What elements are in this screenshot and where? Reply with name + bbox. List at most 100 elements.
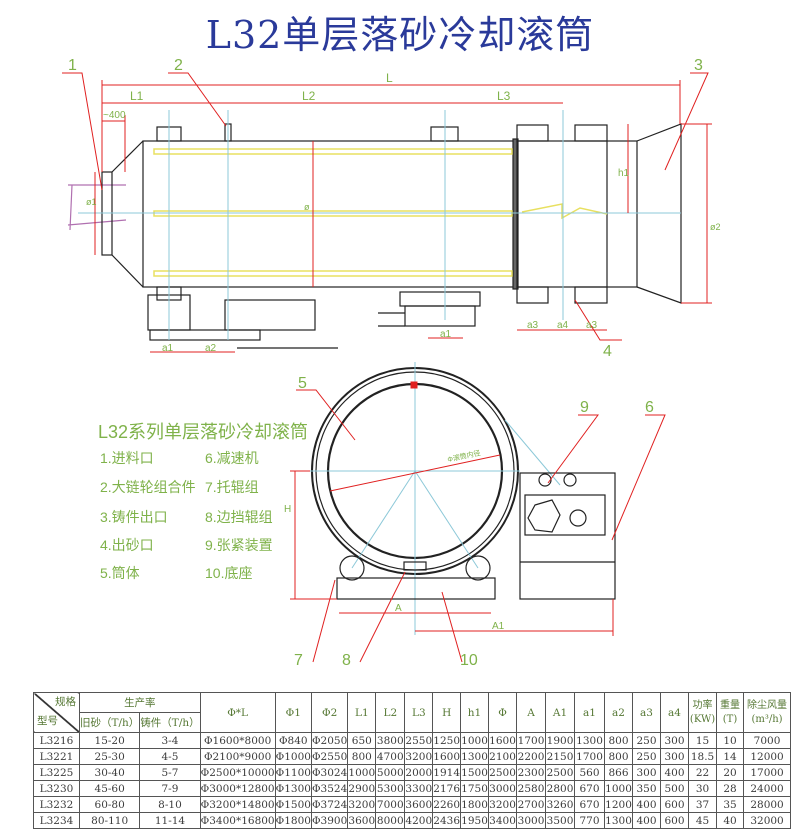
dim-diameter: Φ滚筒内径 — [447, 448, 482, 464]
column-header: Φ1 — [274, 692, 312, 733]
table-cell: 2150 — [545, 748, 576, 765]
roller-support-right — [399, 291, 481, 307]
table-cell: 3800 — [375, 732, 406, 749]
legend-item: 4.出砂口 — [100, 537, 154, 553]
table-cell: Φ840 — [274, 732, 312, 749]
table-cell: 3200 — [404, 748, 434, 765]
table-cell: Φ3200*14800 — [199, 796, 276, 813]
callout-6: 6 — [645, 399, 654, 416]
table-cell: L3232 — [33, 796, 80, 813]
table-cell: 17000 — [743, 764, 792, 781]
table-cell: 350 — [632, 780, 662, 797]
page-title: L32单层落砂冷却滚筒 — [205, 13, 595, 57]
dim-A1: A1 — [492, 621, 505, 632]
table-cell: 1950 — [460, 812, 490, 829]
callout-7: 7 — [294, 652, 303, 669]
table-cell: 650 — [347, 732, 377, 749]
table-cell: 3200 — [347, 796, 377, 813]
table-cell: 2000 — [404, 764, 434, 781]
table-cell: Φ1500 — [274, 796, 312, 813]
table-cell: 1200 — [604, 796, 634, 813]
table-cell: 3300 — [404, 780, 434, 797]
table-cell: 45 — [688, 812, 718, 829]
dim-d2: ø2 — [710, 222, 721, 232]
table-cell: Φ1100 — [274, 764, 312, 781]
table-cell: 1914 — [432, 764, 462, 781]
table-cell: 28 — [716, 780, 745, 797]
table-cell: Φ2500*10000 — [199, 764, 276, 781]
sub-header: 铸件（T/h） — [139, 712, 201, 733]
dim-h1: h1 — [618, 168, 630, 179]
column-header: H — [432, 692, 462, 733]
table-cell: 3-4 — [139, 732, 201, 749]
table-cell: 2436 — [432, 812, 462, 829]
table-cell: 12000 — [743, 748, 792, 765]
table-cell: 7000 — [375, 796, 406, 813]
table-cell: Φ1000 — [274, 748, 312, 765]
table-cell: 2500 — [488, 764, 518, 781]
callout-1: 1 — [68, 57, 77, 74]
table-cell: 2300 — [516, 764, 547, 781]
table-cell: 32000 — [743, 812, 792, 829]
table-cell: 300 — [632, 764, 662, 781]
table-cell: 3000 — [488, 780, 518, 797]
column-header: Φ — [488, 692, 518, 733]
table-cell: 1700 — [574, 748, 606, 765]
table-cell: 1000 — [604, 780, 634, 797]
table-cell: 3260 — [545, 796, 576, 813]
callout-10: 10 — [460, 652, 478, 669]
table-cell: 22 — [688, 764, 718, 781]
table-cell: 4700 — [375, 748, 406, 765]
column-header: a1 — [574, 692, 606, 733]
table-cell: 40 — [716, 812, 745, 829]
table-cell: 3600 — [347, 812, 377, 829]
callout-4: 4 — [603, 343, 612, 360]
table-cell: 2176 — [432, 780, 462, 797]
callout-5: 5 — [298, 375, 307, 392]
legend-item: 2.大链轮组合件 — [100, 479, 196, 495]
legend-item: 7.托辊组 — [205, 479, 259, 495]
table-cell: 5300 — [375, 780, 406, 797]
table-cell: 20 — [716, 764, 745, 781]
table-cell: 800 — [604, 748, 634, 765]
table-cell: 300 — [660, 748, 690, 765]
table-cell: 3200 — [488, 796, 518, 813]
table-cell: Φ3524 — [310, 780, 349, 797]
table-cell: 1300 — [574, 732, 606, 749]
table-cell: 5-7 — [139, 764, 201, 781]
support-roller-left — [339, 555, 365, 581]
table-cell: 1000 — [460, 732, 490, 749]
table-cell: L3234 — [33, 812, 80, 829]
legend-item: 3.铸件出口 — [100, 509, 168, 525]
table-cell: Φ1800 — [274, 812, 312, 829]
table-cell: 1300 — [460, 748, 490, 765]
callout-9: 9 — [580, 399, 589, 416]
table-cell: 8000 — [375, 812, 406, 829]
legend-item: 5.筒体 — [100, 565, 140, 581]
table-cell: 1250 — [432, 732, 462, 749]
callout-2: 2 — [174, 57, 183, 74]
table-cell: 670 — [574, 780, 606, 797]
dim-L2: L2 — [302, 89, 316, 103]
table-cell: 3600 — [404, 796, 434, 813]
dim-d: ø — [304, 202, 310, 212]
legend-title: L32系列单层落砂冷却滚筒 — [98, 422, 308, 442]
table-cell: Φ2050 — [310, 732, 349, 749]
motor — [527, 499, 561, 533]
legend-item: 1.进料口 — [100, 450, 154, 466]
dim-L: L — [386, 71, 393, 85]
table-cell: 45-60 — [78, 780, 141, 797]
table-cell: 2580 — [516, 780, 547, 797]
table-cell: 250 — [632, 732, 662, 749]
table-cell: 24000 — [743, 780, 792, 797]
sub-header: 旧砂（T/h） — [78, 712, 141, 733]
table-cell: 7-9 — [139, 780, 201, 797]
table-cell: 600 — [660, 812, 690, 829]
table-cell: Φ3724 — [310, 796, 349, 813]
table-cell: 5000 — [375, 764, 406, 781]
table-cell: 2550 — [404, 732, 434, 749]
